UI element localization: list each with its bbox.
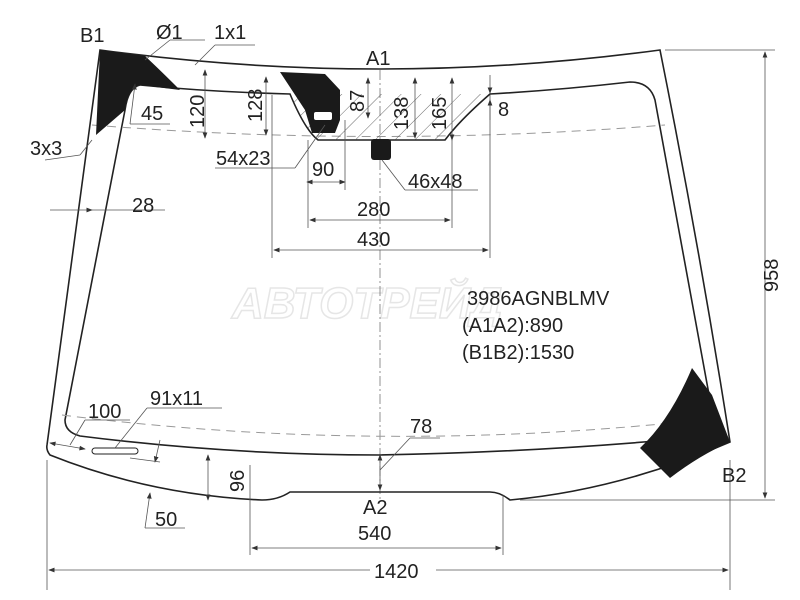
dim-46x48: 46x48: [408, 171, 463, 193]
dimension-lines: [44, 39, 775, 590]
dim-8: 8: [498, 99, 509, 121]
a1a2-length: (A1A2):890: [462, 315, 563, 337]
dim-3x3: 3x3: [30, 138, 62, 160]
watermark-logo: АВТОТРЕЙД: [231, 277, 502, 328]
dim-96: 96: [227, 470, 249, 492]
dim-87: 87: [347, 90, 369, 112]
dim-50: 50: [155, 509, 177, 531]
sensor-pad: [371, 139, 391, 160]
mirror-mount: [280, 72, 340, 133]
dim-91x11: 91x11: [150, 388, 203, 410]
dim-138: 138: [391, 97, 413, 130]
dim-540: 540: [358, 523, 391, 545]
point-b1-label: B1: [80, 25, 104, 47]
part-code: 3986AGNBLMV: [467, 288, 610, 310]
dim-90: 90: [312, 159, 334, 181]
dim-165: 165: [429, 97, 451, 130]
point-a2-label: A2: [363, 497, 387, 519]
frit-corner-left: [96, 50, 180, 135]
dot-size-label: 1x1: [214, 22, 246, 44]
dim-54x23: 54x23: [216, 148, 271, 170]
b1b2-length: (B1B2):1530: [462, 342, 574, 364]
dim-45: 45: [141, 103, 163, 125]
dim-28: 28: [132, 195, 154, 217]
mirror-hole: [314, 112, 332, 120]
dim-430: 430: [357, 229, 390, 251]
heating-slot: [91, 447, 139, 455]
dim-120: 120: [187, 95, 209, 128]
hole-diameter-label: Ø1: [156, 22, 183, 44]
dim-128: 128: [245, 89, 267, 122]
dim-1420: 1420: [374, 561, 419, 583]
frit-corner-right: [640, 368, 730, 478]
point-b2-label: B2: [722, 465, 746, 487]
point-a1-label: A1: [366, 48, 390, 70]
glass-outline: [46, 49, 731, 501]
dim-280: 280: [357, 199, 390, 221]
dim-78: 78: [410, 416, 432, 438]
dim-100: 100: [88, 401, 121, 423]
frit-boundary: [64, 84, 691, 456]
dim-958: 958: [761, 259, 783, 292]
